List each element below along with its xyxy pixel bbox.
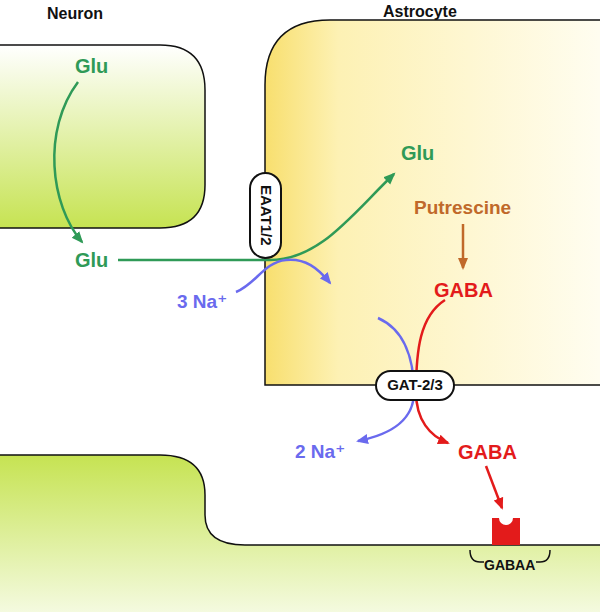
molecule-label: Glu [75, 55, 108, 77]
transporter-name: EAAT1/2 [257, 185, 274, 246]
cell-name: Astrocyte [383, 3, 457, 21]
molecule-label: GABA [434, 279, 493, 301]
ion-label: 2 Na⁺ [295, 442, 345, 463]
neuron-terminal [0, 45, 205, 228]
molecule-label: GABA [458, 441, 517, 463]
transporter-name: GAT-2/3 [387, 377, 443, 394]
receptor-label: GABAA [484, 558, 535, 573]
glu-release-arrow [54, 82, 82, 242]
molecule-label: Glu [75, 249, 108, 271]
molecule-label: Glu [401, 142, 434, 164]
sodium-in-arrow [236, 260, 330, 292]
gaba-binding-arrow [486, 466, 502, 508]
postsynaptic-neuron [0, 455, 600, 612]
receptor-symbol [492, 518, 520, 545]
ion-label: 3 Na⁺ [177, 292, 227, 313]
transporter: GAT-2/3 [375, 370, 455, 401]
cell-name: Neuron [47, 5, 103, 23]
neuron-membrane [0, 45, 205, 228]
astrocyte-membrane [265, 20, 600, 385]
transporter: EAAT1/2 [249, 172, 282, 259]
molecule-label: Putrescine [414, 198, 511, 219]
postsynaptic-membrane [0, 455, 600, 545]
synthesis-arrow [462, 224, 465, 268]
astrocyte-body [265, 20, 600, 385]
